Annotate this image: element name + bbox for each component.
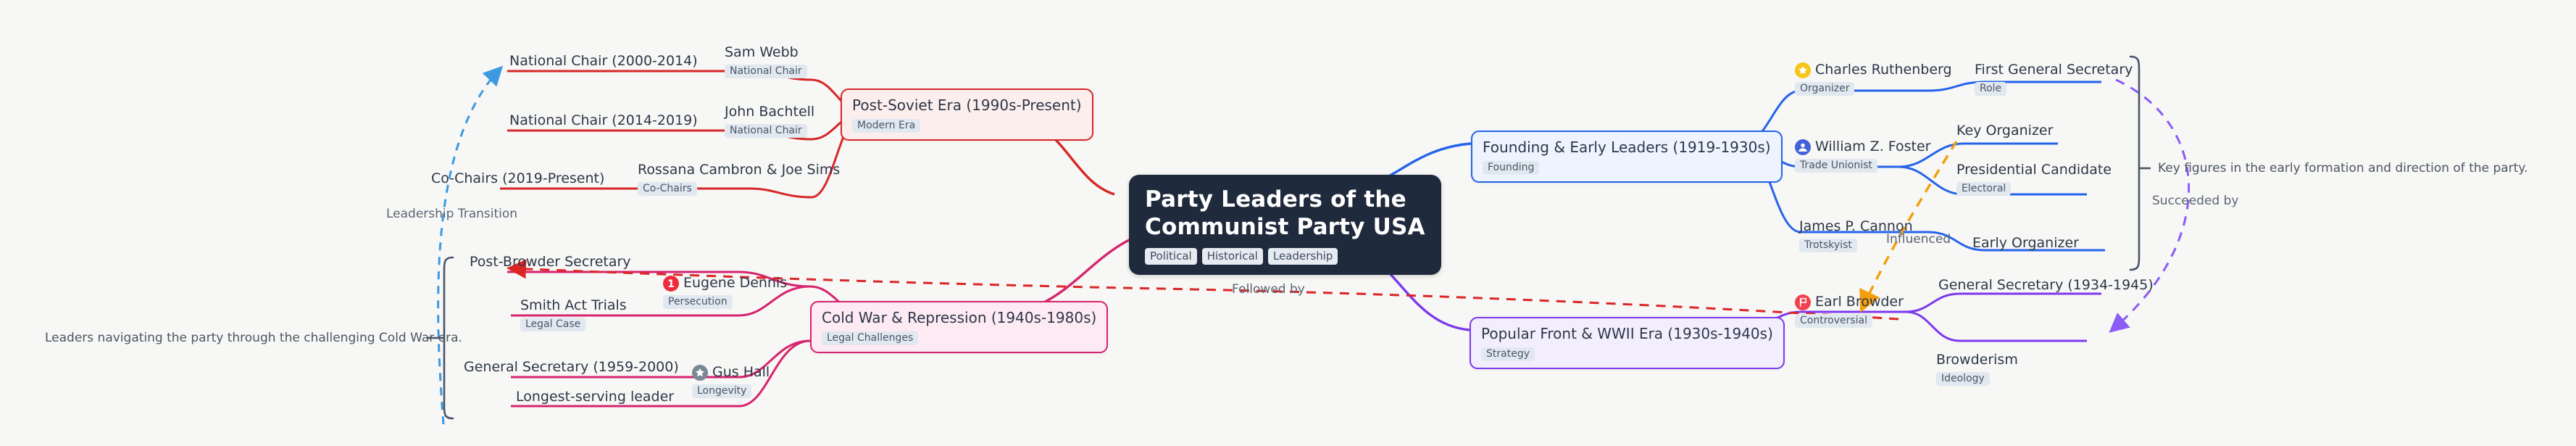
leaf-smith-act-trials[interactable]: Smith Act Trials Legal Case: [520, 297, 627, 331]
svg-text:1: 1: [667, 278, 675, 290]
leaf-label: William Z. Foster: [1815, 139, 1931, 155]
leaf-label: Eugene Dennis: [683, 275, 788, 292]
star-badge-icon: [692, 365, 708, 381]
root-title-line-2: Communist Party USA: [1145, 213, 1425, 240]
leaf-label: Longest-serving leader: [516, 389, 675, 405]
leaf-william-z-foster[interactable]: William Z. Foster Trade Unionist: [1795, 139, 1931, 173]
leaf-post-browder-secretary[interactable]: Post-Browder Secretary: [470, 254, 631, 271]
leaf-browderism[interactable]: Browderism Ideology: [1936, 352, 2018, 386]
leaf-longest-serving-leader[interactable]: Longest-serving leader: [516, 389, 674, 405]
leaf-national-chair-2014-2019[interactable]: National Chair (2014-2019): [509, 112, 698, 129]
leaf-label: James P. Cannon: [1799, 218, 1913, 234]
leaf-label-row: Earl Browder: [1795, 294, 1904, 310]
leaf-chip: National Chair: [725, 64, 807, 78]
leaf-earl-browder[interactable]: Earl Browder Controversial: [1795, 294, 1904, 328]
leaf-chip: Controversial: [1795, 314, 1873, 328]
branch-cold-war-chip: Legal Challenges: [822, 331, 919, 345]
leaf-chip: Trade Unionist: [1795, 159, 1877, 173]
leaf-chip: Role: [1975, 81, 2007, 96]
leaf-label: General Secretary (1959-2000): [464, 359, 679, 375]
leaf-label: Co-Chairs (2019-Present): [431, 170, 605, 186]
leaf-label-row: William Z. Foster: [1795, 139, 1931, 155]
leaf-eugene-dennis[interactable]: 1 Eugene Dennis Persecution: [663, 275, 788, 309]
edge-label-followed-by: Followed by: [1232, 282, 1305, 297]
branch-post-soviet-chip: Modern Era: [852, 119, 921, 133]
branch-post-soviet-title: Post-Soviet Era (1990s-Present): [852, 96, 1082, 114]
root-chip-historical: Historical: [1201, 247, 1263, 265]
leaf-chip: Legal Case: [520, 317, 586, 331]
leaf-james-p-cannon[interactable]: James P. Cannon Trotskyist: [1799, 218, 1913, 252]
branch-founding-chip: Founding: [1483, 161, 1540, 175]
leaf-chip: Ideology: [1936, 371, 1990, 386]
branch-popular-front-title: Popular Front & WWII Era (1930s-1940s): [1481, 325, 1773, 342]
root-chip-group: Political Historical Leadership: [1145, 247, 1425, 265]
leaf-label: Key Organizer: [1956, 123, 2054, 139]
leaf-gus-hall[interactable]: Gus Hall Longevity: [692, 364, 770, 398]
leaf-chip: Longevity: [692, 384, 752, 398]
leaf-label: Early Organizer: [1972, 235, 2079, 251]
note-founding-description: Key figures in the early formation and d…: [2158, 161, 2528, 175]
leaf-presidential-candidate[interactable]: Presidential Candidate Electoral: [1956, 162, 2112, 196]
leaf-general-secretary-1959-2000[interactable]: General Secretary (1959-2000): [464, 359, 679, 376]
leaf-label-row: Gus Hall: [692, 364, 770, 381]
root-chip-leadership: Leadership: [1267, 247, 1338, 265]
leaf-first-general-secretary[interactable]: First General Secretary Role: [1975, 62, 2133, 96]
leaf-general-secretary-1934-1945[interactable]: General Secretary (1934-1945): [1938, 277, 2154, 294]
leaf-label: General Secretary (1934-1945): [1938, 277, 2154, 293]
leaf-label: Presidential Candidate: [1956, 162, 2112, 178]
leaf-rossana-cambron-joe-sims[interactable]: Rossana Cambron & Joe Sims Co-Chairs: [638, 162, 840, 196]
leaf-chip: National Chair: [725, 123, 807, 138]
edge-label-influenced: Influenced: [1886, 232, 1951, 247]
leaf-chip: Persecution: [663, 295, 733, 309]
number-one-badge-icon: 1: [663, 276, 679, 292]
branch-post-soviet-era[interactable]: Post-Soviet Era (1990s-Present) Modern E…: [841, 88, 1093, 141]
leaf-label: Charles Ruthenberg: [1815, 62, 1952, 78]
leaf-label: Sam Webb: [725, 44, 799, 60]
leaf-charles-ruthenberg[interactable]: Charles Ruthenberg Organizer: [1795, 62, 1952, 96]
branch-popular-front-chip: Strategy: [1481, 347, 1535, 361]
leaf-label-row: 1 Eugene Dennis: [663, 275, 788, 292]
branch-cold-war-title: Cold War & Repression (1940s-1980s): [822, 309, 1097, 326]
leaf-label: Earl Browder: [1815, 294, 1904, 310]
root-title: Party Leaders of the Communist Party USA: [1145, 186, 1425, 241]
leaf-john-bachtell[interactable]: John Bachtell National Chair: [725, 104, 814, 138]
leaf-label: Post-Browder Secretary: [470, 254, 631, 270]
leaf-label: First General Secretary: [1975, 62, 2133, 78]
leaf-label: National Chair (2014-2019): [509, 112, 698, 128]
leaf-sam-webb[interactable]: Sam Webb National Chair: [725, 44, 807, 78]
leaf-label: Rossana Cambron & Joe Sims: [638, 162, 841, 178]
note-cold-war-description: Leaders navigating the party through the…: [45, 331, 462, 345]
leaf-label: Browderism: [1936, 352, 2018, 368]
leaf-national-chair-2000-2014[interactable]: National Chair (2000-2014): [509, 53, 698, 70]
edge-label-leadership-transition: Leadership Transition: [386, 207, 518, 221]
leaf-label: Smith Act Trials: [520, 297, 627, 313]
leaf-key-organizer[interactable]: Key Organizer: [1956, 123, 2053, 139]
leaf-co-chairs-2019-present[interactable]: Co-Chairs (2019-Present): [431, 170, 605, 187]
branch-founding-early-leaders[interactable]: Founding & Early Leaders (1919-1930s) Fo…: [1471, 131, 1783, 183]
leaf-label: John Bachtell: [725, 104, 815, 120]
leaf-chip: Electoral: [1956, 181, 2012, 196]
person-badge-icon: [1795, 139, 1811, 155]
leaf-label: National Chair (2000-2014): [509, 53, 698, 69]
branch-founding-title: Founding & Early Leaders (1919-1930s): [1483, 139, 1771, 156]
leaf-label: Gus Hall: [712, 364, 770, 381]
root-node[interactable]: Party Leaders of the Communist Party USA…: [1129, 175, 1441, 275]
leaf-chip: Organizer: [1795, 82, 1855, 96]
leaf-chip: Trotskyist: [1799, 238, 1857, 252]
branch-cold-war[interactable]: Cold War & Repression (1940s-1980s) Lega…: [810, 301, 1109, 353]
root-title-line-1: Party Leaders of the: [1145, 186, 1406, 212]
flag-badge-icon: [1795, 294, 1811, 310]
edge-label-succeeded-by: Succeeded by: [2152, 194, 2239, 208]
root-chip-political: Political: [1145, 247, 1197, 265]
leaf-chip: Co-Chairs: [638, 181, 697, 196]
branch-popular-front[interactable]: Popular Front & WWII Era (1930s-1940s) S…: [1470, 317, 1785, 369]
leaf-label-row: Charles Ruthenberg: [1795, 62, 1952, 78]
gold-star-badge-icon: [1795, 62, 1811, 78]
leaf-early-organizer[interactable]: Early Organizer: [1972, 235, 2079, 252]
